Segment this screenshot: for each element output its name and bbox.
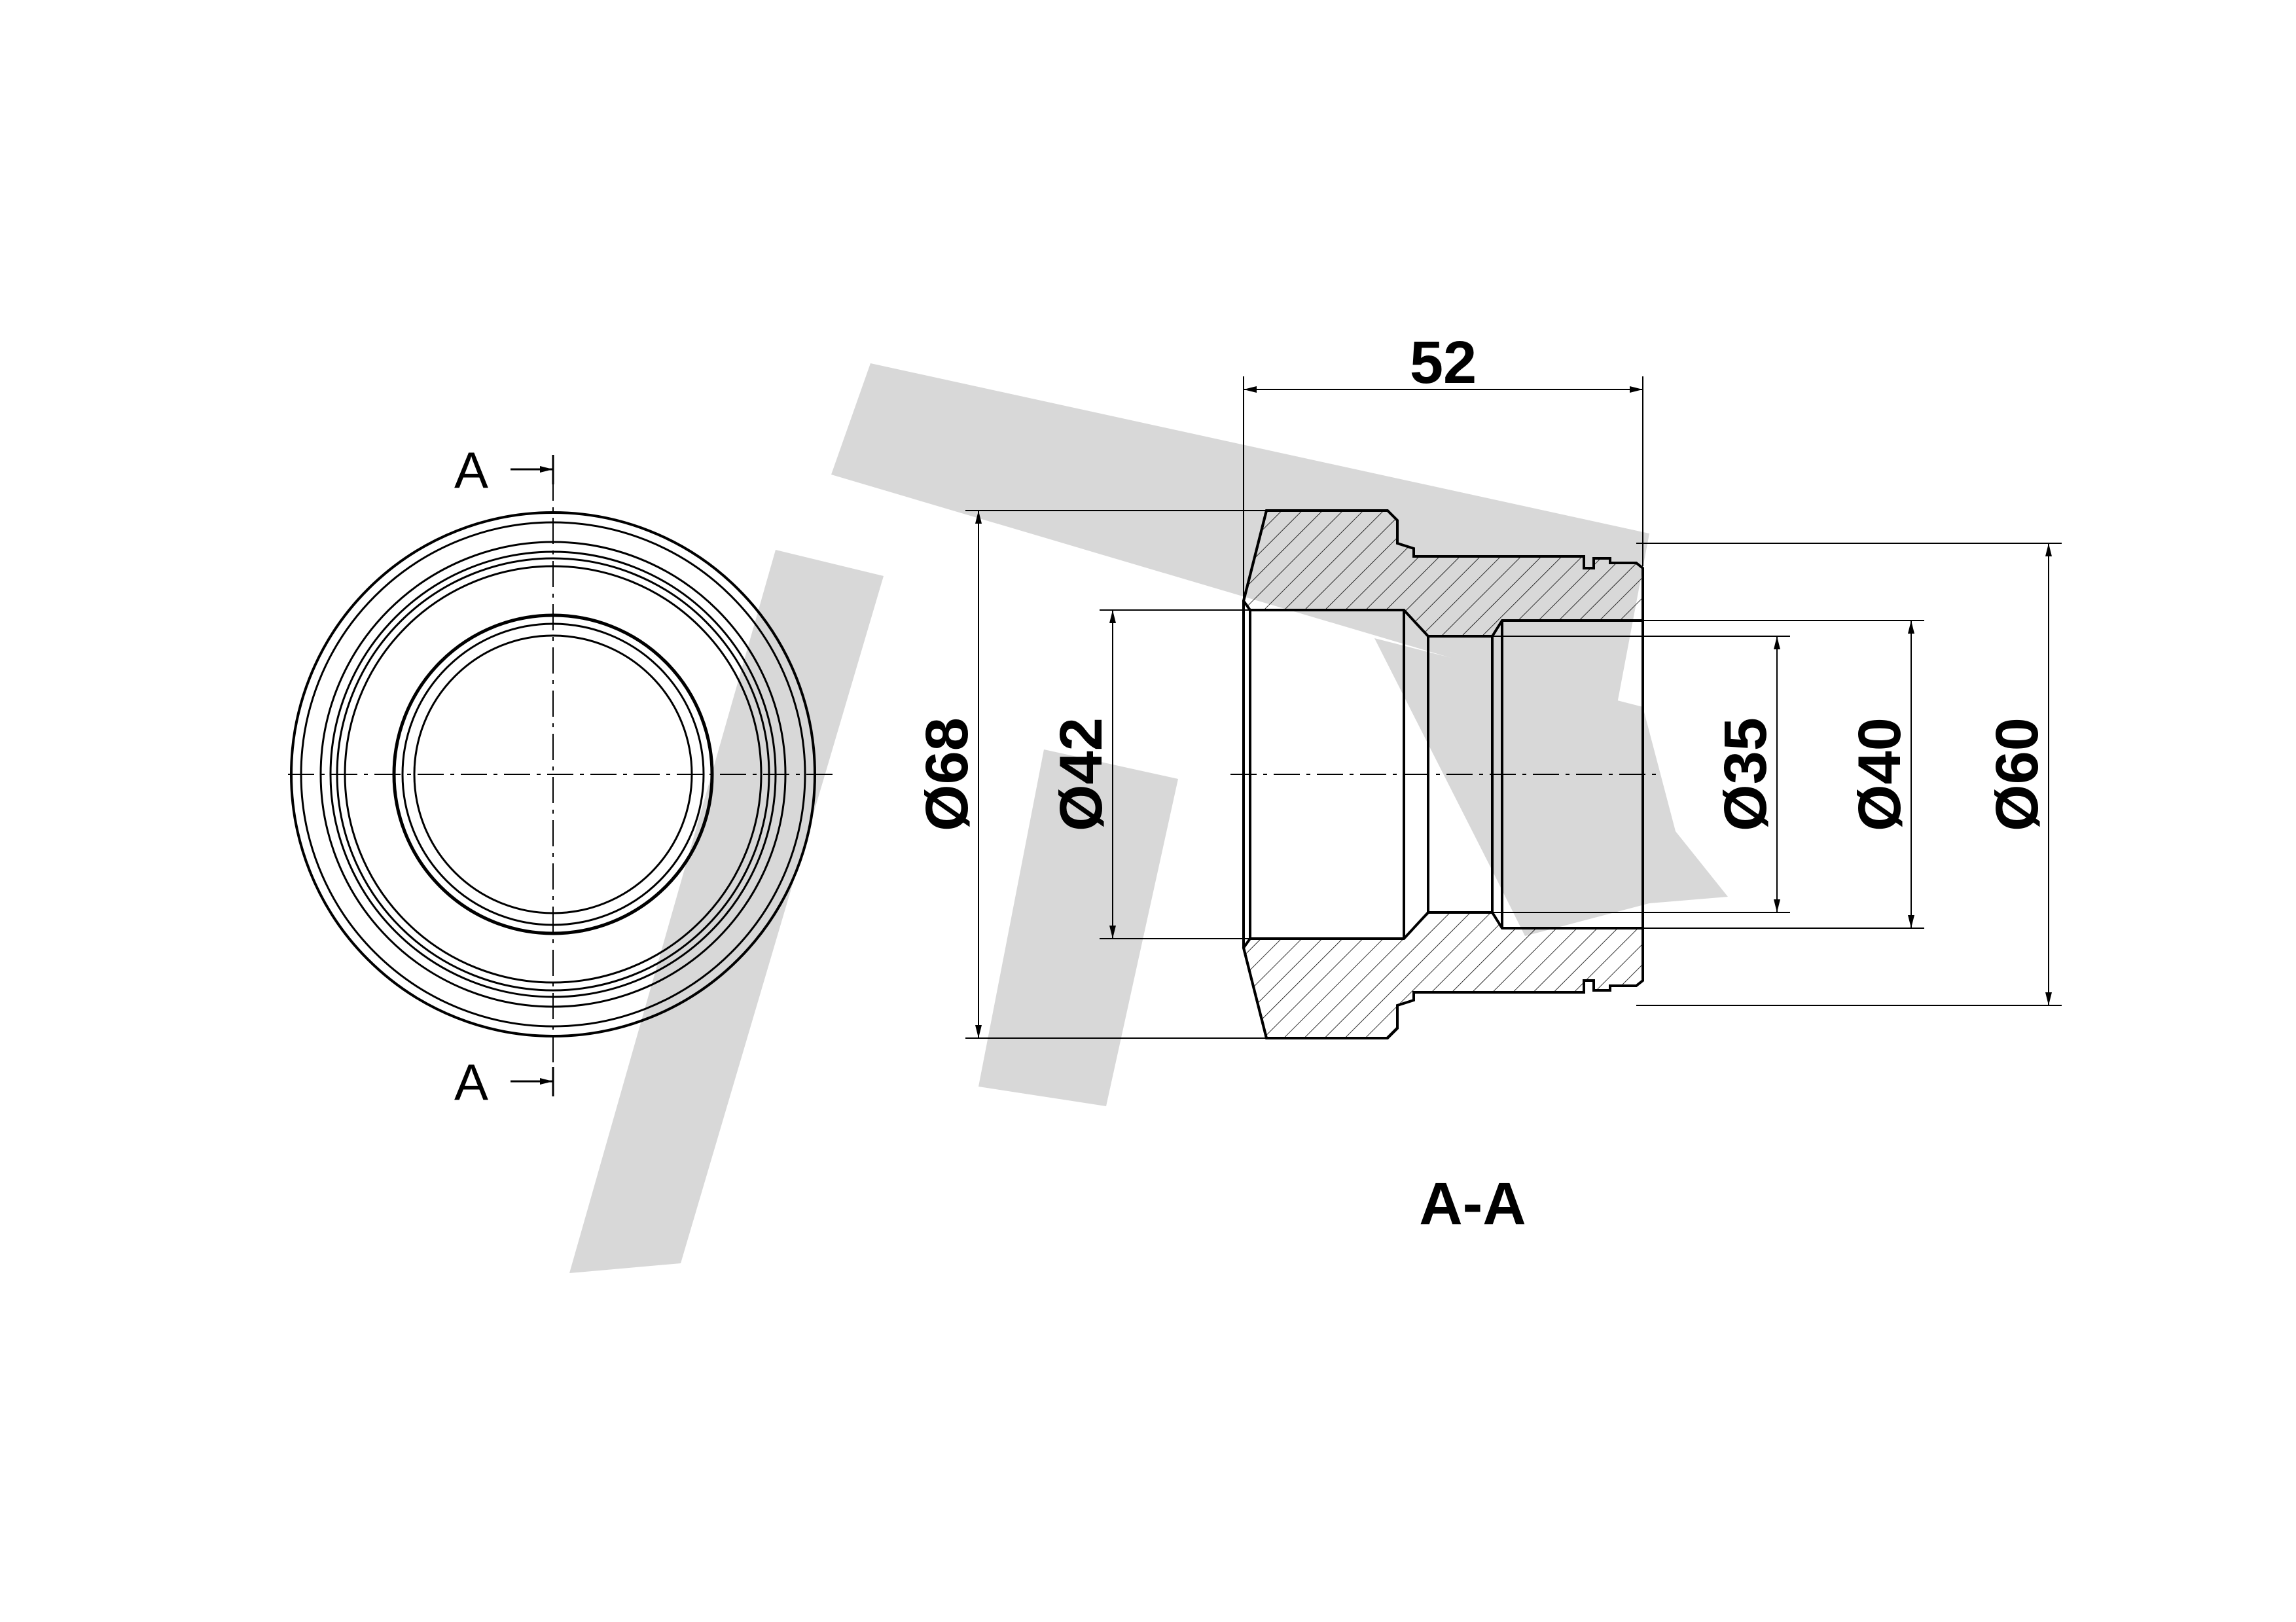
section-top-wall (1242, 509, 1644, 638)
dimension-lines (965, 376, 2062, 1039)
dim-diameter-68: Ø68 (914, 717, 980, 831)
section-title: A-A (1419, 1170, 1526, 1237)
section-label-bottom: A (454, 1053, 488, 1111)
watermark-logo (569, 363, 1728, 1273)
dim-length-52: 52 (1410, 329, 1477, 396)
section-label-top: A (454, 441, 488, 499)
dim-diameter-42: Ø42 (1048, 717, 1115, 831)
front-view (288, 455, 838, 1096)
section-bottom-wall (1242, 911, 1644, 1039)
section-view (1230, 509, 1662, 1039)
dim-diameter-40: Ø40 (1846, 717, 1913, 831)
dim-diameter-35: Ø35 (1712, 717, 1779, 831)
dim-diameter-60: Ø60 (1984, 717, 2051, 831)
